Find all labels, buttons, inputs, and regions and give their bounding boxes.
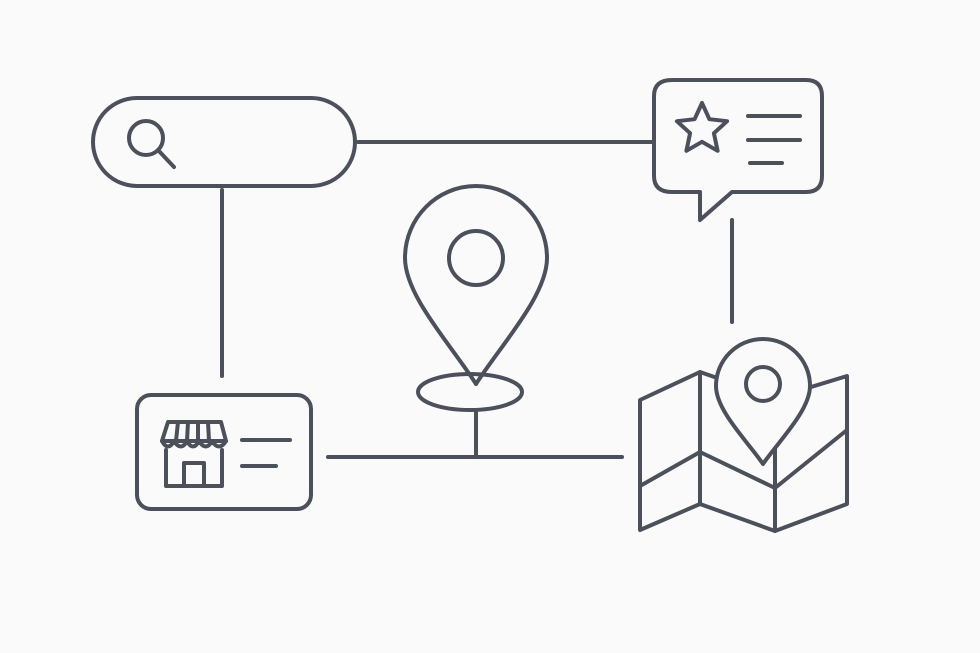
search-bar-icon <box>91 96 357 188</box>
folded-map-icon <box>638 337 849 533</box>
map-pin-hole <box>744 365 782 403</box>
pin-hole <box>447 229 505 287</box>
review-bubble-outline <box>652 78 824 222</box>
map-crease <box>638 428 849 490</box>
search-bar-outline <box>91 96 357 188</box>
location-pin-icon <box>403 184 549 412</box>
pin-outline <box>403 184 549 386</box>
star-icon <box>674 101 730 153</box>
business-listing-card-icon <box>135 393 313 511</box>
pin-base-ellipse <box>416 372 524 412</box>
business-card-outline <box>135 393 313 511</box>
search-icon <box>127 119 176 169</box>
connectors <box>220 140 734 459</box>
storefront-icon <box>160 420 228 488</box>
review-bubble-icon <box>652 78 824 222</box>
